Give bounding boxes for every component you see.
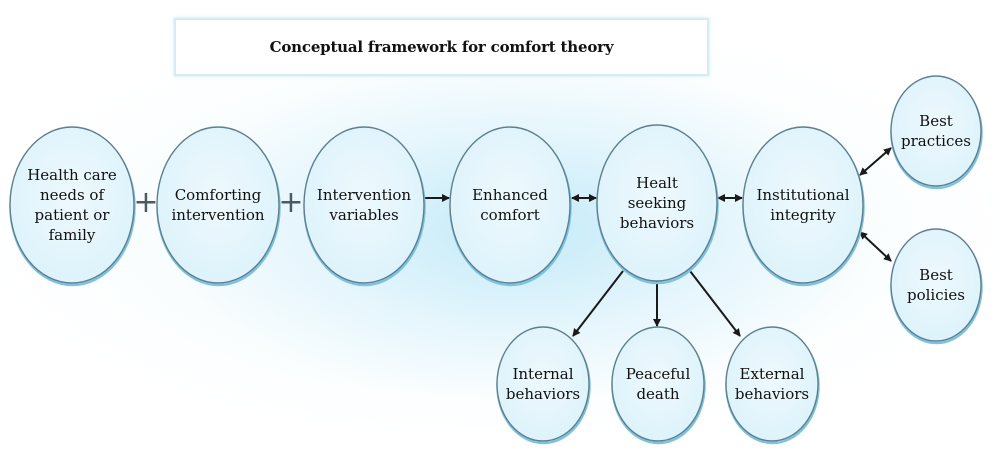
node-label-line: policies (907, 286, 965, 304)
arrow-health-seeking-behaviors-to-internal-behaviors (572, 270, 624, 337)
node-ellipse (9, 126, 135, 284)
node-label-line: behaviors (506, 385, 580, 403)
node-label-line: behaviors (620, 214, 694, 232)
node-label-line: Healt (636, 174, 678, 192)
node-ellipse (890, 75, 982, 187)
node-label: Best policies (907, 266, 965, 304)
node-label-line: death (636, 385, 679, 403)
node-health-care-needs: Health care needs of patient or family (9, 126, 136, 287)
node-label-line: Internal (512, 365, 573, 383)
node-external-behaviors: External behaviors (725, 326, 820, 445)
node-ellipse (303, 126, 425, 284)
node-label: Best practices (901, 112, 971, 150)
node-label-line: seeking (628, 194, 687, 212)
node-ellipse (890, 228, 982, 342)
node-label: Internal behaviors (506, 365, 580, 403)
diagram-title: Conceptual framework for comfort theory (269, 38, 614, 56)
node-label-line: External (740, 365, 805, 383)
node-label: Healt seeking behaviors (620, 174, 694, 232)
node-ellipse (742, 126, 864, 284)
node-label-line: Health care (27, 166, 117, 184)
arrow-institutional-integrity-to-best-policies (859, 231, 892, 262)
plus-operator: + (133, 185, 158, 220)
node-ellipse (496, 326, 590, 442)
node-label-line: Comforting (175, 186, 262, 204)
node-label-line: comfort (480, 206, 539, 224)
node-ellipse (156, 126, 280, 284)
node-comforting-intervention: Comforting intervention (156, 126, 281, 287)
node-ellipse (449, 126, 571, 284)
node-label-line: Best (919, 266, 953, 284)
arrow-health-seeking-behaviors-to-external-behaviors (689, 270, 741, 337)
node-label: Comforting intervention (171, 186, 264, 224)
node-label-line: practices (901, 132, 971, 150)
node-label-line: Best (919, 112, 953, 130)
node-label-line: intervention (171, 206, 264, 224)
node-label-line: needs of (40, 186, 106, 204)
node-label: Health care needs of patient or family (27, 166, 117, 244)
plus-operator: + (278, 185, 303, 220)
node-ellipse (596, 124, 718, 282)
node-label-line: variables (328, 206, 398, 224)
node-label: Institutional integrity (756, 186, 849, 224)
node-intervention-variables: Intervention variables (303, 126, 426, 287)
node-ellipse (611, 326, 705, 442)
node-internal-behaviors: Internal behaviors (496, 326, 591, 445)
node-best-policies: Best policies (890, 228, 983, 345)
arrow-institutional-integrity-to-best-practices (859, 147, 892, 176)
node-label-line: Intervention (317, 186, 412, 204)
node-label: External behaviors (735, 365, 809, 403)
node-label-line: family (49, 226, 96, 244)
node-label: Intervention variables (317, 186, 412, 224)
node-label-line: patient or (35, 206, 111, 224)
node-peaceful-death: Peaceful death (611, 326, 706, 445)
node-label: Enhanced comfort (472, 186, 548, 224)
node-label-line: integrity (770, 206, 836, 224)
node-label-line: behaviors (735, 385, 809, 403)
node-health-seeking-behaviors: Healt seeking behaviors (596, 124, 719, 285)
node-label-line: Enhanced (472, 186, 548, 204)
node-label-line: Peaceful (626, 365, 691, 383)
node-best-practices: Best practices (890, 75, 983, 190)
node-enhanced-comfort: Enhanced comfort (449, 126, 572, 287)
node-label-line: Institutional (756, 186, 849, 204)
node-label: Peaceful death (626, 365, 691, 403)
node-ellipse (725, 326, 819, 442)
node-institutional-integrity: Institutional integrity (742, 126, 865, 287)
title-box: Conceptual framework for comfort theory (174, 18, 709, 76)
